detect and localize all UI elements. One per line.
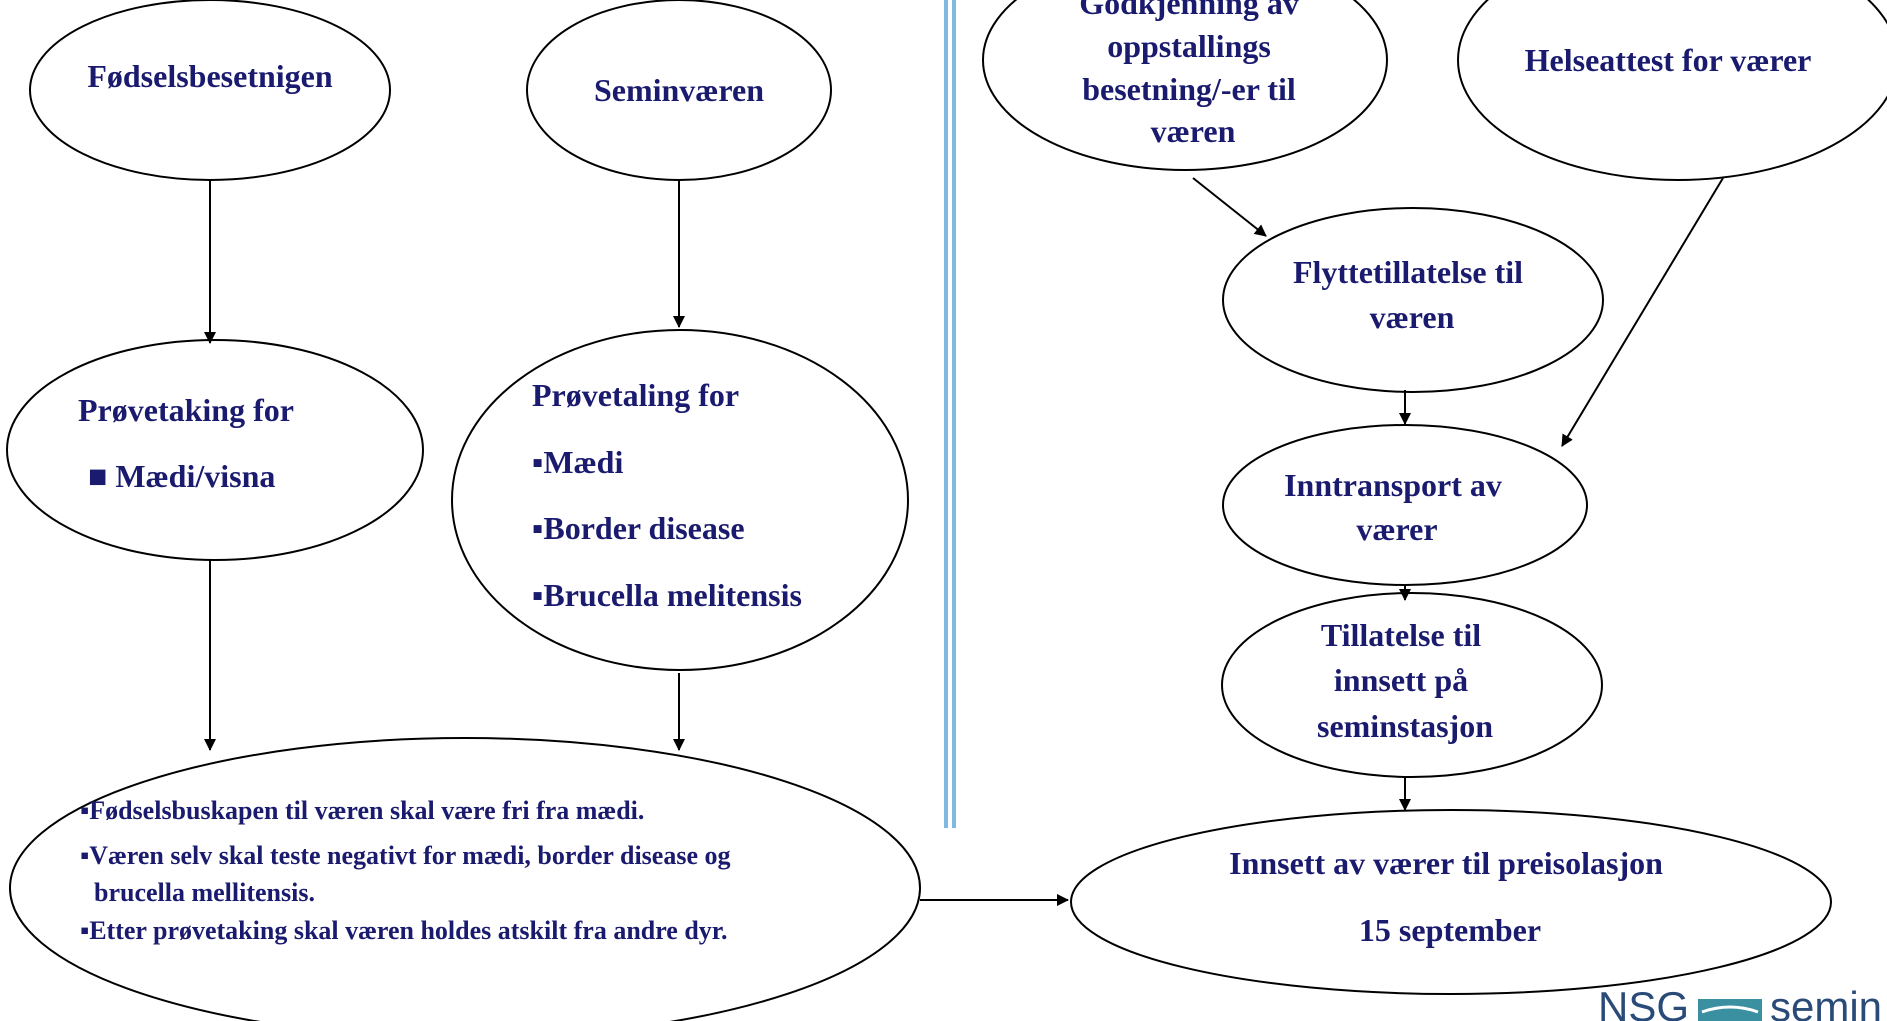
arrow-helseattest-to-inntransport (1561, 177, 1724, 447)
logo-icon (1698, 999, 1762, 1021)
node-inntransport: Inntransport av værer (1222, 424, 1588, 586)
node-godkjenning-line-3: besetning/-er til (1082, 71, 1296, 107)
node-krav: ▪Fødselsbuskapen til væren skal være fri… (9, 737, 921, 1021)
node-flyttetillatelse-line-1: Flyttetillatelse til (1293, 254, 1523, 290)
node-innsett-line-2: 15 september (1359, 912, 1541, 948)
node-tillatelse: Tillatelse til innsett på seminstasjon (1221, 592, 1603, 778)
node-tillatelse-line-3: seminstasjon (1317, 708, 1493, 744)
svg-text:Helseattest for værer: Helseattest for værer (1525, 42, 1812, 78)
section-divider (944, 0, 956, 828)
logo-text-nsg: NSG (1598, 983, 1689, 1021)
node-godkjenning-line-1: Godkjenning av (1079, 0, 1299, 21)
node-seminvaeren: Seminværen (526, 0, 832, 181)
node-tillatelse-line-2: innsett på (1334, 662, 1468, 698)
svg-text:Innsett av værer til preisolas: Innsett av værer til preisolasjon 15 sep… (1229, 845, 1671, 948)
svg-text:Fødselsbesetnigen: Fødselsbesetnigen (87, 58, 333, 94)
node-tillatelse-line-1: Tillatelse til (1321, 617, 1481, 653)
arrows (204, 177, 1724, 906)
node-innsett-line-1: Innsett av værer til preisolasjon (1229, 845, 1663, 881)
node-flyttetillatelse-line-2: væren (1370, 299, 1455, 335)
node-krav-line-2: ▪Væren selv skal teste negativt for mædi… (80, 841, 731, 870)
node-godkjenning-line-4: væren (1151, 113, 1236, 149)
node-innsett: Innsett av værer til preisolasjon 15 sep… (1070, 809, 1832, 995)
node-fodselsbesetningen-line: Fødselsbesetnigen (87, 58, 333, 94)
node-provetaking-line-1: Prøvetaking for (78, 392, 294, 428)
node-helseattest: Helseattest for værer (1457, 0, 1887, 181)
node-inntransport-line-1: Inntransport av (1284, 467, 1502, 503)
svg-text:Tillatelse til innsett p: Tillatelse til innsett på seminstasjon (1317, 617, 1493, 744)
node-fodselsbesetningen: Fødselsbesetnigen (29, 0, 391, 181)
node-provetaking-line-2: ■ Mædi/visna (88, 458, 275, 494)
node-godkjenning-line-2: oppstallings (1107, 28, 1271, 64)
node-provetaling-line-2: ▪Mædi (532, 444, 623, 480)
node-inntransport-line-2: værer (1356, 511, 1437, 547)
node-godkjenning: Godkjenning av oppstallings besetning/-e… (982, 0, 1388, 171)
node-krav-line-1: ▪Fødselsbuskapen til væren skal være fri… (80, 796, 644, 825)
node-seminvaeren-line: Seminværen (594, 72, 764, 108)
node-provetaling: Prøvetaling for ▪Mædi ▪Border disease ▪B… (451, 329, 909, 671)
svg-text:Seminværen: Seminværen (594, 72, 764, 108)
node-provetaling-line-4: ▪Brucella melitensis (532, 577, 802, 613)
node-flyttetillatelse: Flyttetillatelse til væren (1222, 207, 1604, 393)
node-provetaling-line-1: Prøvetaling for (532, 377, 739, 413)
svg-text:Godkjenning av oppstalli: Godkjenning av oppstallings besetning/-e… (1079, 0, 1307, 149)
svg-text:▪Fødselsbuskapen til væren ska: ▪Fødselsbuskapen til væren skal være fri… (80, 796, 737, 945)
node-helseattest-line: Helseattest for værer (1525, 42, 1812, 78)
node-krav-line-4: ▪Etter prøvetaking skal væren holdes ats… (80, 916, 727, 945)
node-krav-line-3: brucella mellitensis. (94, 878, 315, 907)
svg-text:Prøvetaling for ▪Mædi: Prøvetaling for ▪Mædi ▪Border disease ▪B… (532, 377, 802, 613)
svg-text:Inntransport av værer: Inntransport av værer (1284, 467, 1510, 547)
node-provetaling-line-3: ▪Border disease (532, 510, 745, 546)
logo-text-semin: semin (1770, 983, 1882, 1021)
svg-text:Prøvetaking for ■ Mædi/v: Prøvetaking for ■ Mædi/visna (78, 392, 301, 494)
nsg-semin-logo: NSG semin (1598, 983, 1882, 1021)
node-provetaking: Prøvetaking for ■ Mædi/visna (6, 339, 424, 561)
svg-text:Flyttetillatelse til vær: Flyttetillatelse til væren (1293, 254, 1531, 335)
arrow-godkjenning-to-flyttetillatelse (1192, 177, 1267, 237)
